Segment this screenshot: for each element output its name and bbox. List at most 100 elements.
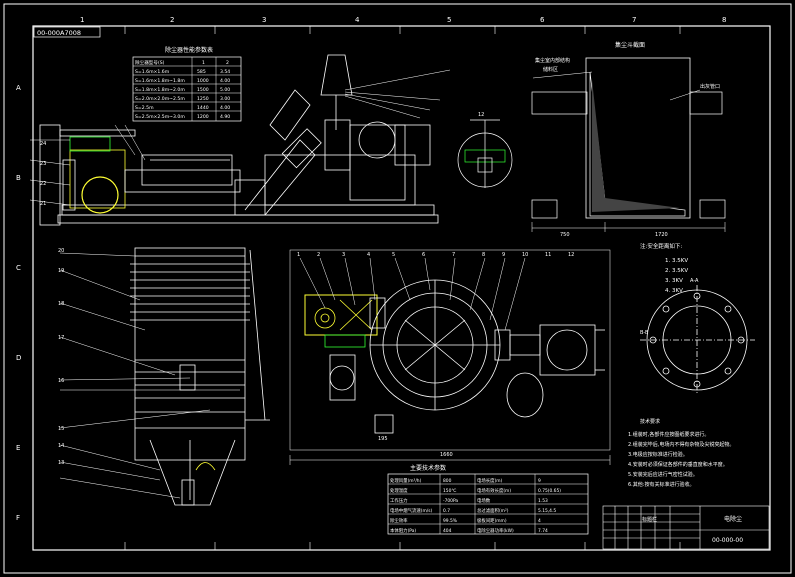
note-box-item: 2. 3.5KV — [665, 268, 688, 274]
tech-cell: 7.74 — [538, 528, 548, 534]
inner-frame — [32, 25, 771, 551]
grid-label-8: 8 — [722, 16, 726, 24]
tech-cell: 工作压力 — [390, 497, 408, 504]
tech-table-title: 主要技术参数 — [410, 464, 446, 472]
tech-cell: 800 — [443, 478, 452, 484]
part-number: 22 — [40, 181, 46, 187]
op-cell: S=1.8m×1.8m~2.0m — [135, 87, 185, 93]
tech-note: 1.组装时,各部件应按图纸要求进行。 — [628, 431, 709, 438]
tech-cell: 4 — [538, 518, 541, 524]
tech-table: 主要技术参数 处理风量(m³/h) 800 电场长度(m) 9 处理温度 150… — [387, 464, 589, 535]
tech-cell: 电场长度(m) — [477, 477, 503, 484]
op-cell: S=2.0m×2.0m~2.5m — [135, 96, 185, 102]
grid-label-b: B — [16, 174, 21, 182]
grid-label-d: D — [16, 354, 21, 362]
op-cell: 3.54 — [220, 69, 230, 75]
tech-note: 3.电极应按标准进行检验。 — [628, 451, 688, 458]
operating-table: 除尘器性能参数表 除尘器型号(S) 1 2 S=1.6m×1.6m 585 3.… — [132, 46, 242, 122]
part-number: 17 — [58, 335, 64, 341]
dust-section-title: 集尘斗截面 — [615, 41, 645, 49]
hopper-fill — [592, 80, 680, 212]
flange-label: A-A — [690, 278, 699, 284]
part-number: 15 — [58, 426, 64, 432]
part-number: 2 — [317, 252, 320, 258]
title-block — [602, 505, 770, 550]
dust-label-sub: 储料区 — [543, 66, 558, 73]
tech-notes-title: 技术要求 — [640, 418, 660, 425]
note-box: 注:安全距离如下: 1. 3.5KV 2. 3.5KV 3. 3KV 4. 3K… — [640, 242, 688, 294]
tech-cell: -700Pa — [443, 498, 458, 504]
tech-cell: 5.15,4.5 — [538, 508, 556, 514]
title-block-label: 标题栏 — [642, 516, 657, 523]
grid-label-c: C — [16, 264, 21, 272]
part-number: 9 — [502, 252, 505, 258]
tower-left — [130, 247, 270, 506]
upper-callouts — [29, 69, 451, 206]
part-number: 13 — [58, 460, 64, 466]
ref-num: 195 — [378, 436, 388, 442]
op-cell: S=2.5m — [135, 105, 154, 111]
outer-frame — [3, 3, 792, 574]
plan-callouts — [299, 257, 526, 331]
note-box-title: 注:安全距离如下: — [640, 242, 682, 250]
part-number: 1 — [297, 252, 300, 258]
part-number: 16 — [58, 378, 64, 384]
sheet-label: 电除尘 — [724, 515, 742, 523]
dim-left-width: 750 — [560, 232, 570, 238]
grid-label-6: 6 — [540, 16, 545, 24]
tech-note: 6.其他:按有关标准进行验收。 — [628, 481, 694, 488]
sheet-code: 00-000-00 — [712, 537, 743, 544]
op-cell: 4.90 — [220, 114, 230, 120]
tech-cell: 电场中烟气流速(m/s) — [390, 507, 432, 514]
tech-note: 4.安装时必须保证各部件的垂直度和水平度。 — [628, 461, 728, 468]
dim-base-width: 1660 — [440, 452, 453, 458]
op-cell: 4.00 — [220, 105, 230, 111]
op-header-2: 2 — [226, 60, 229, 66]
tech-cell: 电场有效长度(m) — [477, 487, 511, 494]
op-cell: 5.00 — [220, 87, 230, 93]
part-number: 8 — [482, 252, 485, 258]
plan-view — [289, 249, 611, 465]
grid-label-e: E — [16, 444, 20, 452]
part-number: 20 — [58, 248, 64, 254]
ref-main: 12 — [478, 112, 484, 118]
op-header-1: 1 — [202, 60, 205, 66]
op-cell: 1500 — [197, 87, 209, 93]
flange-view — [640, 285, 755, 395]
op-header-0: 除尘器型号(S) — [135, 59, 165, 66]
tech-notes: 技术要求 1.组装时,各部件应按图纸要求进行。 2.组装完毕后,电场内不得有杂物… — [628, 418, 734, 488]
op-cell: S=1.6m×1.6m — [135, 69, 170, 75]
tech-cell: 极板间距(mm) — [477, 517, 507, 524]
tech-cell: 99.5% — [443, 518, 457, 524]
tech-cell: 处理风量(m³/h) — [390, 477, 422, 484]
dust-label-left: 集尘室内部结构 — [535, 57, 570, 64]
tech-cell: 150℃ — [443, 488, 456, 494]
op-cell: S=2.5m×2.5m~3.0m — [135, 114, 185, 120]
part-number: 18 — [58, 301, 64, 307]
part-number: 6 — [422, 252, 425, 258]
op-cell: 1200 — [197, 114, 209, 120]
grid-label-4: 4 — [355, 16, 360, 24]
operating-table-title: 除尘器性能参数表 — [165, 46, 213, 54]
tech-cell: 本体阻力(Pa) — [390, 527, 416, 534]
grid-label-2: 2 — [170, 16, 174, 24]
part-number: 4 — [367, 252, 370, 258]
grid-label-f: F — [16, 514, 20, 522]
code-stamp-box — [33, 26, 101, 38]
grid-label-a: A — [16, 84, 21, 92]
part-number: 24 — [40, 141, 46, 147]
tech-note: 5.安装完后应进行气密性试验。 — [628, 471, 698, 478]
note-box-item: 1. 3.5KV — [665, 258, 688, 264]
tech-cell: 1.53 — [538, 498, 548, 504]
note-box-item: 3. 3KV — [665, 278, 683, 284]
note-box-item: 4. 3KV — [665, 288, 683, 294]
tech-cell: 9 — [538, 478, 541, 484]
op-cell: 1250 — [197, 96, 209, 102]
part-number: 14 — [58, 443, 64, 449]
grid-label-1: 1 — [80, 16, 84, 24]
dust-section: 集尘斗截面 集尘室内部结构 储料区 出灰管口 750 1720 — [531, 41, 726, 238]
tech-cell: 0.75(0.65) — [538, 488, 561, 494]
grid-label-3: 3 — [262, 16, 266, 24]
part-number: 23 — [40, 161, 46, 167]
